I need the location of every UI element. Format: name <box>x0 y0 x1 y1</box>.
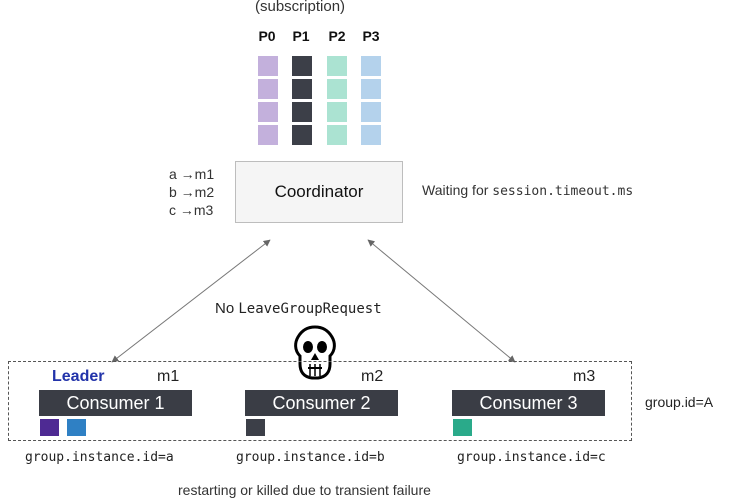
coordinator-box: Coordinator <box>235 161 403 223</box>
arrow-consumer1-coordinator <box>111 239 271 363</box>
skull-icon <box>294 325 336 380</box>
assignment-b: b →m2 <box>169 184 215 200</box>
partition-cell <box>292 102 312 122</box>
no-leave-note: No LeaveGroupRequest <box>215 300 382 317</box>
consumer-1-partition-chip <box>40 419 59 436</box>
consumer-2: Consumer 2 <box>245 390 398 416</box>
consumer-3-label: Consumer 3 <box>479 392 578 413</box>
assignment-a: a →m1 <box>169 166 215 182</box>
waiting-prefix: Waiting for <box>422 182 493 198</box>
partition-cell <box>327 56 347 76</box>
assignment-c: c →m3 <box>169 202 214 218</box>
instance-id-c: group.instance.id=c <box>457 450 606 465</box>
coordinator-label: Coordinator <box>274 182 364 201</box>
member-label-m2: m2 <box>361 368 384 385</box>
partition-label-p2: P2 <box>328 28 346 44</box>
consumer-3: Consumer 3 <box>452 390 605 416</box>
consumer-1: Consumer 1 <box>39 390 192 416</box>
partition-cell <box>327 102 347 122</box>
partition-cell <box>258 102 278 122</box>
consumer-2-partition-chip <box>246 419 265 436</box>
session-timeout-code: session.timeout.ms <box>492 184 634 199</box>
partition-cell <box>292 56 312 76</box>
subscription-label: (subscription) <box>255 0 346 15</box>
partition-cell <box>327 125 347 145</box>
leader-label: Leader <box>52 368 105 385</box>
partition-column-p0 <box>258 56 278 145</box>
partition-cell <box>361 56 381 76</box>
partition-cell <box>361 79 381 99</box>
partition-cell <box>361 102 381 122</box>
partition-cell <box>258 79 278 99</box>
member-label-m1: m1 <box>157 368 180 385</box>
consumer-2-label: Consumer 2 <box>272 392 371 413</box>
member-label-m3: m3 <box>573 368 596 385</box>
instance-id-b: group.instance.id=b <box>236 450 385 465</box>
failure-caption: restarting or killed due to transient fa… <box>178 482 431 498</box>
consumer-1-label: Consumer 1 <box>66 392 165 413</box>
group-id-label: group.id=A <box>645 394 714 410</box>
partition-cell <box>258 56 278 76</box>
leave-group-request-code: LeaveGroupRequest <box>238 301 382 317</box>
consumer-3-partition-chip <box>453 419 472 436</box>
partition-label-p1: P1 <box>292 28 310 44</box>
partition-label-p3: P3 <box>362 28 380 44</box>
partition-cell <box>292 125 312 145</box>
instance-id-a: group.instance.id=a <box>25 450 174 465</box>
no-leave-prefix: No <box>215 300 239 317</box>
partition-column-p3 <box>361 56 381 145</box>
partition-column-p2 <box>327 56 347 145</box>
partition-column-p1 <box>292 56 312 145</box>
partition-cell <box>327 79 347 99</box>
arrow-consumer3-coordinator <box>367 239 516 363</box>
partition-cell <box>361 125 381 145</box>
consumer-group-box <box>8 361 632 441</box>
consumer-1-partition-chip <box>67 419 86 436</box>
partition-label-p0: P0 <box>258 28 276 44</box>
partition-cell <box>292 79 312 99</box>
waiting-note: Waiting for session.timeout.ms <box>422 182 633 199</box>
partition-cell <box>258 125 278 145</box>
